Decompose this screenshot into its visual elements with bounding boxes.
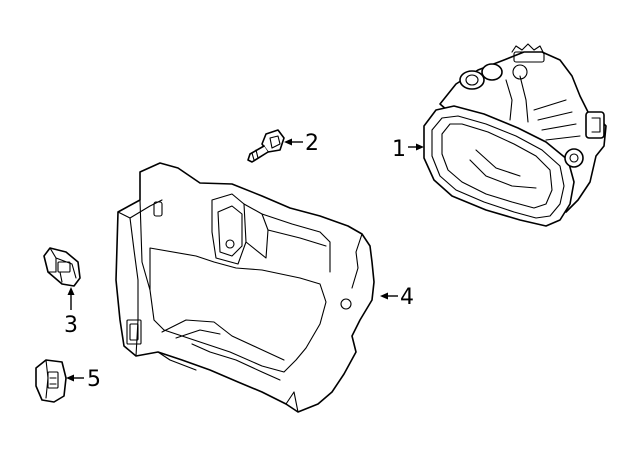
clip-part — [43, 247, 81, 287]
callout-3-arrowhead — [67, 287, 75, 295]
callout-3-label: 3 — [64, 313, 78, 338]
bracket-part — [115, 162, 375, 413]
screw-part — [247, 129, 285, 163]
callout-2-arrowhead — [284, 138, 292, 146]
callout-5-label: 5 — [87, 367, 101, 392]
callout-1-label: 1 — [392, 137, 406, 162]
fog-lamp-part — [423, 43, 607, 227]
callout-4-arrowhead — [380, 292, 388, 300]
callout-5: 5 — [66, 367, 101, 392]
callout-4: 4 — [380, 285, 414, 310]
callout-3: 3 — [64, 287, 78, 338]
callout-1-arrowhead — [416, 143, 424, 151]
callout-2: 2 — [284, 131, 319, 156]
callout-5-arrowhead — [66, 374, 74, 382]
callout-2-label: 2 — [305, 131, 319, 156]
callout-4-label: 4 — [400, 285, 414, 310]
callout-1: 1 — [392, 137, 424, 162]
retainer-part — [35, 359, 67, 403]
